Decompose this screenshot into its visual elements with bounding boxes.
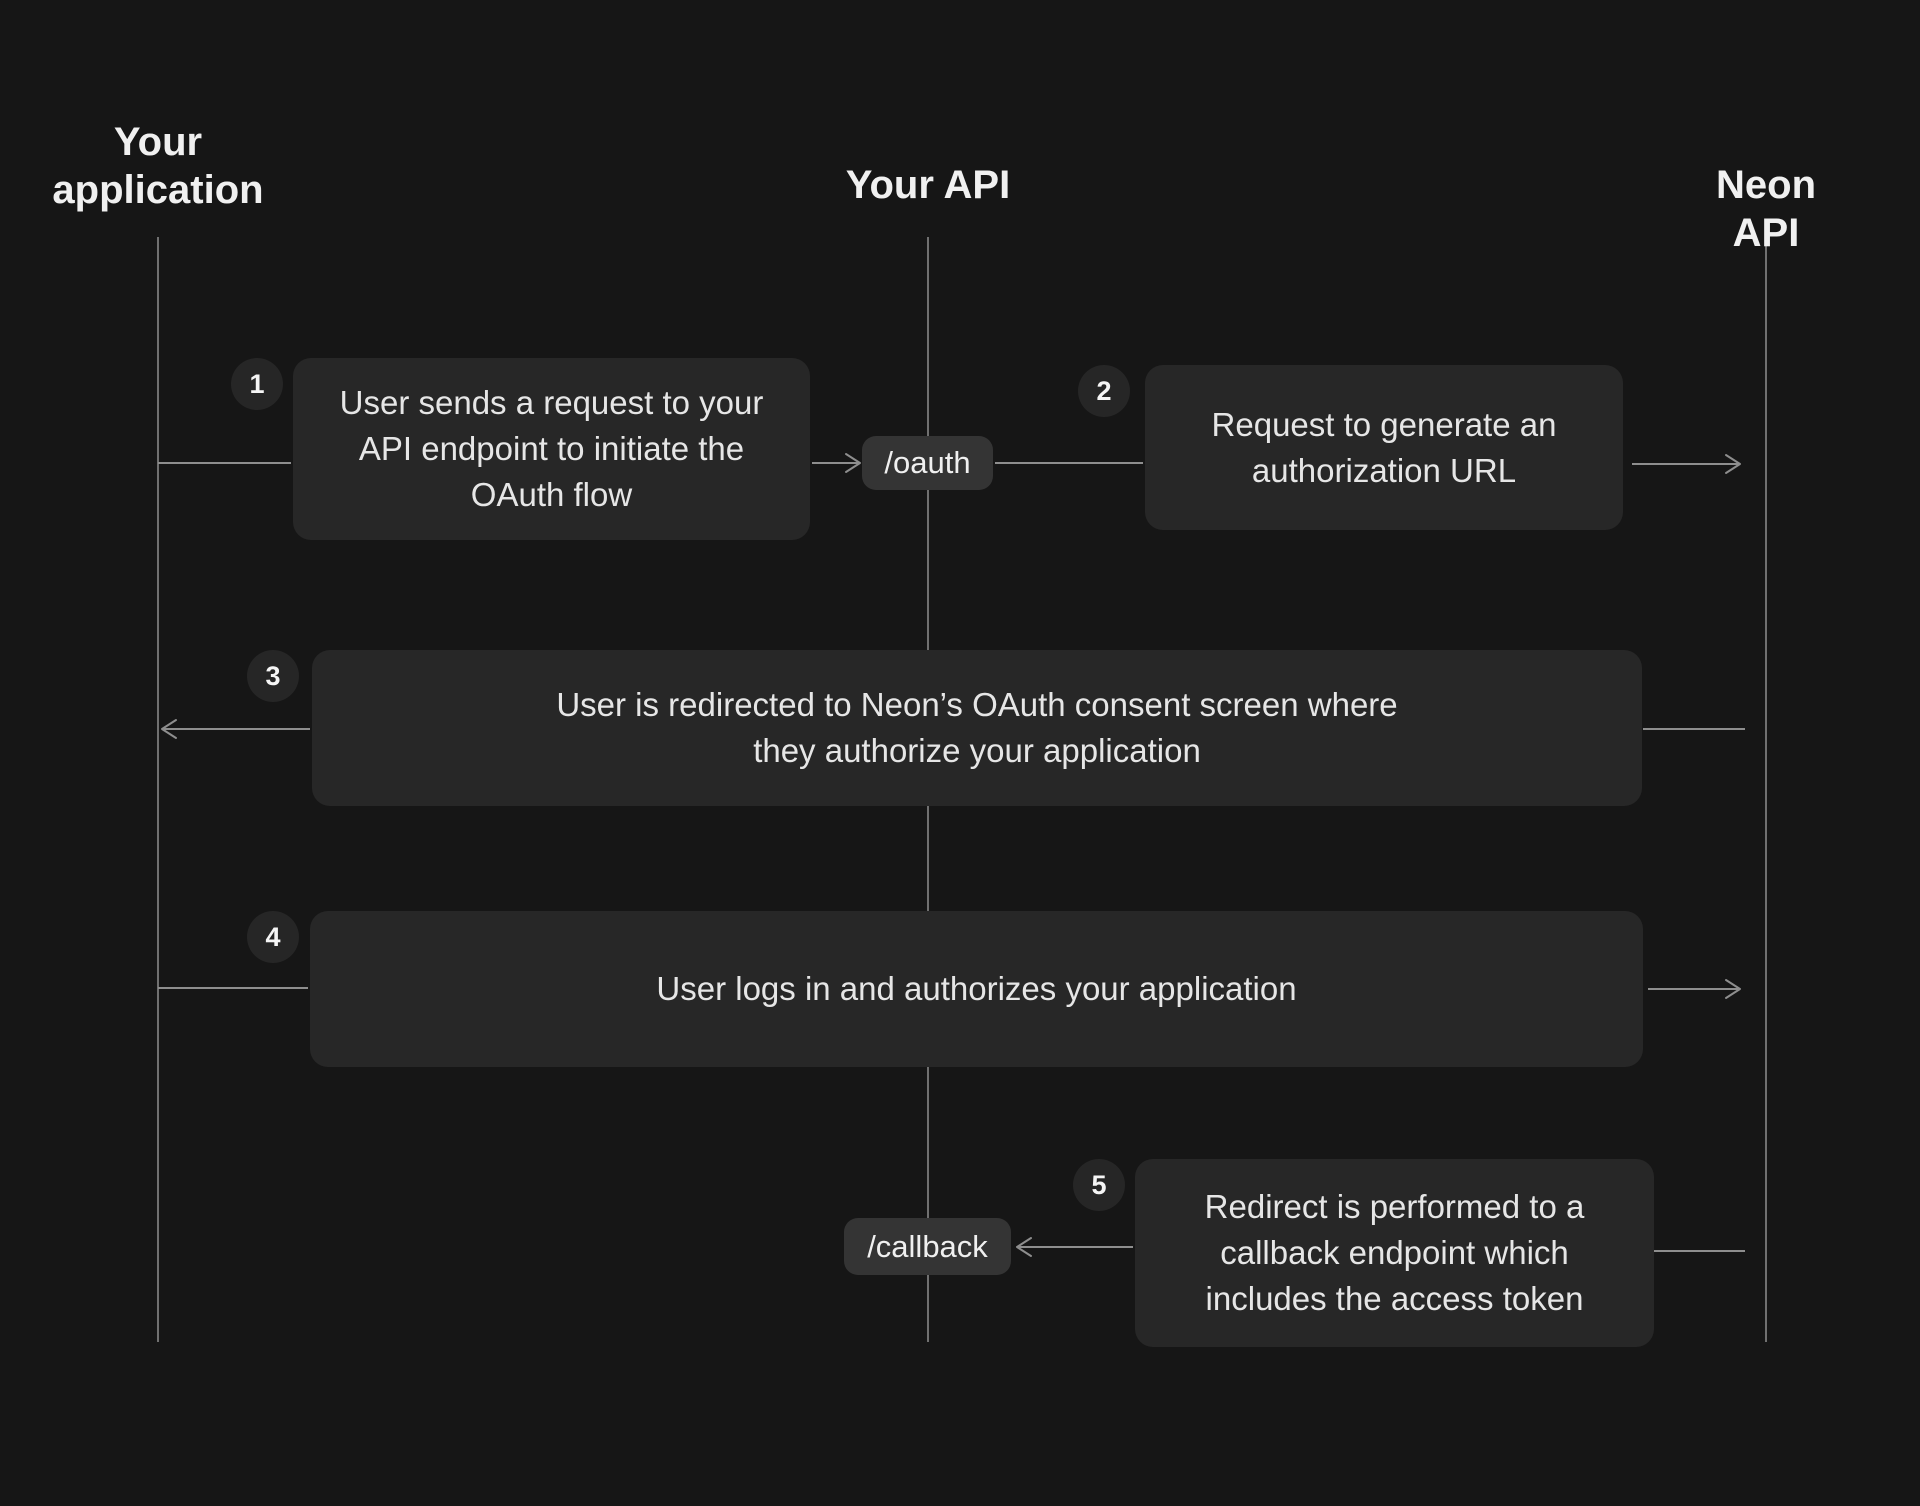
step-number-badge: 4	[247, 911, 299, 963]
step-5-message: Redirect is performed to a callback endp…	[1135, 1159, 1654, 1347]
step-number-badge: 1	[231, 358, 283, 410]
step-text-line: Redirect is performed to a	[1204, 1188, 1585, 1225]
step-text-line: callback endpoint which	[1220, 1234, 1569, 1271]
arrowhead-into-callback	[1016, 1237, 1032, 1257]
step-text-line: authorization URL	[1251, 451, 1517, 489]
lane-header-your-application: Your application	[52, 120, 264, 212]
step-2-message: Request to generate an authorization URL	[1145, 365, 1623, 530]
endpoint-label-callback: /callback	[844, 1218, 1011, 1275]
step-number-badge: 5	[1073, 1159, 1125, 1211]
step-3-message: User is redirected to Neon’s OAuth conse…	[312, 650, 1642, 806]
endpoint-label-oauth: /oauth	[862, 436, 993, 490]
step-1-message: User sends a request to your API endpoin…	[293, 358, 810, 540]
step-text-line: User is redirected to Neon’s OAuth conse…	[556, 686, 1398, 723]
arrowhead-into-app-row3	[161, 719, 177, 739]
step-text-line: they authorize your application	[753, 732, 1201, 769]
step-text-line: User sends a request to your	[339, 384, 764, 421]
arrowhead-into-oauth	[845, 453, 861, 473]
arrowhead-into-neon-row4	[1725, 979, 1741, 999]
lane-header-neon-api: Neon API	[1716, 163, 1816, 255]
step-4-message: User logs in and authorizes your applica…	[310, 911, 1643, 1067]
step-text-line: includes the access token	[1205, 1280, 1584, 1317]
step-text-line: User logs in and authorizes your applica…	[656, 970, 1297, 1007]
lane-header-your-api: Your API	[845, 163, 1011, 207]
step-text-line: OAuth flow	[470, 476, 633, 513]
step-number-badge: 3	[247, 650, 299, 702]
step-text-line: Request to generate an	[1211, 405, 1557, 443]
step-text-line: API endpoint to initiate the	[358, 430, 745, 467]
arrowhead-into-neon-row2	[1725, 454, 1741, 474]
step-number-badge: 2	[1078, 365, 1130, 417]
